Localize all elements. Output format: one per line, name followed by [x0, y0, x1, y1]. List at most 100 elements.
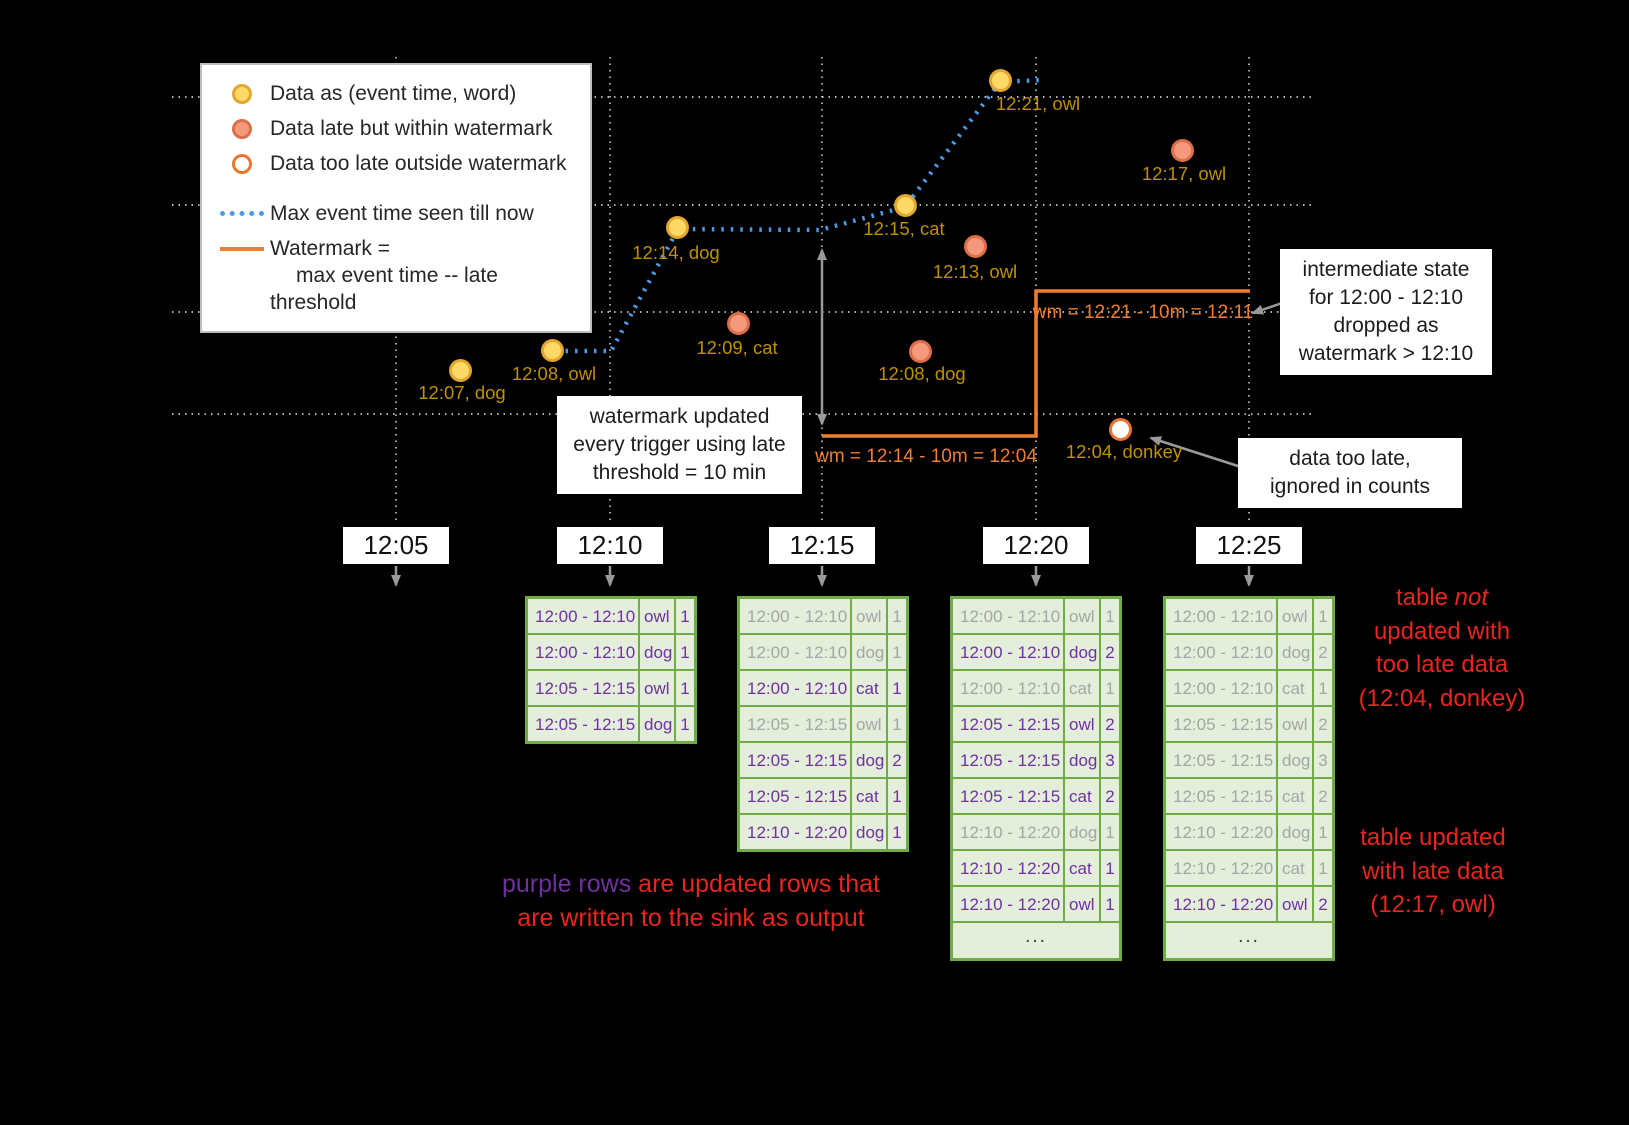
table-cell-count: 2 — [1101, 707, 1119, 741]
table-cell-window: 12:10 - 12:20 — [953, 815, 1063, 849]
table-cell-window: 12:05 - 12:15 — [740, 707, 850, 741]
legend-item-late: Data late but within watermark — [214, 115, 578, 142]
table-cell-count: 1 — [888, 671, 906, 705]
table-cell-count: 2 — [1101, 779, 1119, 813]
too-late-point-icon — [232, 153, 252, 174]
legend-label: Watermark = max event time -- late thres… — [270, 235, 578, 316]
table-cell-window: 12:10 - 12:20 — [953, 851, 1063, 885]
table-cell-window: 12:05 - 12:15 — [953, 707, 1063, 741]
watermark-line — [822, 289, 1250, 438]
table-cell-window: 12:00 - 12:10 — [953, 671, 1063, 705]
callout-line: watermark updated — [589, 405, 770, 428]
data-point-label: 12:04, donkey — [1065, 441, 1183, 462]
annotation-line: table updated — [1360, 824, 1506, 851]
table-cell-count: 2 — [1101, 635, 1119, 669]
annotation-not-updated: table not updated with too late data (12… — [1359, 581, 1526, 715]
table-cell-count: 1 — [1101, 671, 1119, 705]
table-cell-window: 12:00 - 12:10 — [953, 635, 1063, 669]
table-cell-window: 12:05 - 12:15 — [953, 743, 1063, 777]
annotation-line: too late data — [1375, 651, 1509, 678]
legend-icon-cell — [214, 211, 270, 216]
table-cell-count: 2 — [1314, 779, 1332, 813]
table-cell-count: 1 — [676, 599, 694, 633]
table-ellipsis-row: ... — [953, 923, 1119, 958]
table-cell-window: 12:10 - 12:20 — [1166, 851, 1276, 885]
annotation-text: are updated rows that — [631, 870, 881, 898]
table-cell-window: 12:00 - 12:10 — [740, 635, 850, 669]
purple-rows-note: purple rows are updated rows that are wr… — [502, 867, 880, 935]
legend-icon-cell — [214, 83, 270, 104]
time-label-1210: 12:10 — [557, 527, 663, 564]
table-cell-word: cat — [1278, 779, 1312, 813]
table-cell-count: 1 — [1314, 851, 1332, 885]
callout-arrow-too-late — [1149, 436, 1242, 469]
table-cell-count: 2 — [1314, 887, 1332, 921]
callout-arrow-intermediate-state — [1251, 301, 1283, 315]
table-cell-window: 12:00 - 12:10 — [953, 599, 1063, 633]
max-event-time-line — [556, 77, 1043, 354]
table-cell-count: 1 — [888, 599, 906, 633]
watermark-label-line1: Watermark = — [270, 237, 390, 260]
table-cell-count: 1 — [1314, 671, 1332, 705]
table-cell-window: 12:10 - 12:20 — [1166, 815, 1276, 849]
table-cell-window: 12:05 - 12:15 — [740, 779, 850, 813]
data-point-late — [727, 312, 750, 335]
callout-line: for 12:00 - 12:10 — [1308, 286, 1464, 309]
callout-line: dropped as — [1333, 314, 1439, 337]
table-cell-window: 12:00 - 12:10 — [1166, 671, 1276, 705]
legend-item-ontime: Data as (event time, word) — [214, 80, 578, 107]
trigger-arrows — [391, 566, 1254, 587]
annotation-updated-late: table updated with late data (12:17, owl… — [1360, 821, 1505, 922]
annotation-line: are written to the sink as output — [517, 904, 865, 932]
table-cell-word: dog — [1065, 635, 1099, 669]
table-cell-window: 12:10 - 12:20 — [740, 815, 850, 849]
annotation-line: (12:04, donkey) — [1358, 684, 1526, 712]
table-cell-word: dog — [1065, 743, 1099, 777]
time-label-1205: 12:05 — [343, 527, 449, 564]
table-cell-window: 12:00 - 12:10 — [1166, 635, 1276, 669]
data-point-ontime — [666, 216, 689, 239]
watermark-label-line2: max event time -- late threshold — [270, 264, 498, 314]
legend-icon-cell — [214, 153, 270, 174]
late-point-icon — [232, 118, 252, 139]
max-event-time-line-icon — [220, 211, 264, 216]
table-cell-count: 1 — [1101, 599, 1119, 633]
table-cell-word: owl — [1065, 707, 1099, 741]
table-cell-count: 1 — [888, 779, 906, 813]
table-cell-window: 12:10 - 12:20 — [1166, 887, 1276, 921]
legend-item-too-late: Data too late outside watermark — [214, 150, 578, 177]
table-cell-count: 2 — [1314, 707, 1332, 741]
table-cell-word: owl — [852, 599, 886, 633]
data-point-label: 12:15, cat — [863, 218, 945, 239]
table-cell-word: dog — [852, 743, 886, 777]
table-cell-window: 12:05 - 12:15 — [1166, 707, 1276, 741]
annotation-text-italic: not — [1454, 584, 1489, 611]
legend-icon-cell — [214, 235, 270, 251]
callout-line: ignored in counts — [1270, 475, 1430, 498]
table-cell-window: 12:05 - 12:15 — [1166, 743, 1276, 777]
data-point-late — [1171, 139, 1194, 162]
table-cell-count: 1 — [1101, 815, 1119, 849]
table-cell-word: dog — [1278, 815, 1312, 849]
